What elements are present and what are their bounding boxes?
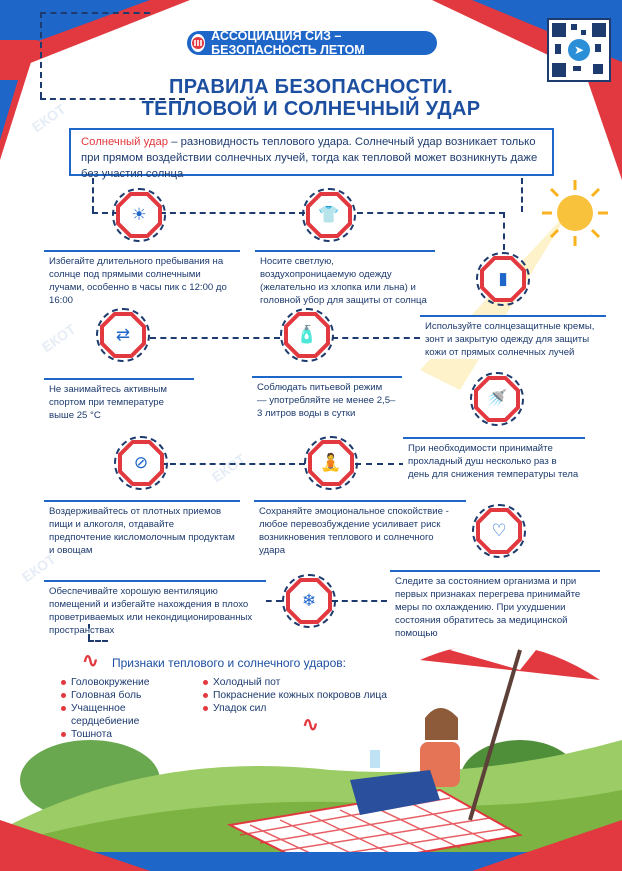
symptom-item: Головокружение	[60, 676, 180, 689]
hands-heart-icon: ♡	[476, 508, 522, 554]
rule-monitor-health: Следите за состоянием организма и при пе…	[390, 570, 600, 639]
watermark-text: ЕКОТ	[38, 320, 79, 356]
symptoms-list-1: Головокружение Головная боль Учащенное с…	[60, 676, 180, 741]
definition-term: Солнечный удар	[81, 136, 169, 148]
definition-box: Солнечный удар – разновидность теплового…	[69, 128, 554, 180]
rule-no-sport: Не занимайтесь активным спортом при темп…	[44, 378, 194, 421]
footer-bar	[0, 852, 622, 871]
rule-drinking: Соблюдать питьевой режим — употребляйте …	[252, 376, 402, 420]
association-badge: АССОЦИАЦИЯ СИЗ – БЕЗОПАСНОСТЬ ЛЕТОМ	[187, 29, 437, 57]
rule-drinking-title: Соблюдать питьевой режим	[257, 382, 383, 393]
water-bottle-icon: 🧴	[284, 312, 330, 358]
squiggle-decor: ∿	[302, 714, 319, 736]
rule-light-food: Воздерживайтесь от плотных приемов пищи …	[44, 500, 240, 556]
symptom-item: Покраснение кожных покровов лица	[202, 689, 402, 702]
shower-icon: 🚿	[474, 376, 520, 422]
sun-decor	[542, 180, 608, 246]
rule-calm: Сохраняйте эмоциональное спокойствие - л…	[254, 500, 466, 556]
rule-light-clothing: Носите светлую, воздухопроницаемую одежд…	[255, 250, 435, 306]
rule-sunscreen: Используйте солнцезащитные кремы, зонт и…	[420, 315, 606, 359]
symptom-item: Головная боль	[60, 689, 180, 702]
symptom-item: Холодный пот	[202, 676, 402, 689]
rule-ventilation: Обеспечивайте хорошую вентиляцию помещен…	[44, 580, 266, 636]
ventilation-icon: ❄	[286, 578, 332, 624]
rule-cool-shower: При необходимости принимайте прохладный …	[403, 437, 585, 481]
symptom-item: Учащенное сердцебиение	[60, 702, 180, 728]
no-food-icon: ⊘	[118, 440, 164, 486]
squiggle-decor: ∿	[82, 650, 99, 672]
sun-icon: ☀	[116, 192, 162, 238]
qr-code[interactable]: ➤	[547, 18, 611, 82]
symptom-item: Упадок сил	[202, 702, 402, 715]
dumbbell-icon: ⇄	[100, 312, 146, 358]
association-logo-icon	[191, 34, 206, 52]
telegram-icon: ➤	[568, 39, 590, 61]
definition-text: – разновидность теплового удара. Солнечн…	[81, 136, 538, 180]
watermark-text: ЕКОТ	[208, 450, 249, 486]
symptom-item: Тошнота	[60, 728, 180, 741]
sunscreen-icon: ▮	[480, 256, 526, 302]
rule-avoid-sun: Избегайте длительного пребывания на солн…	[44, 250, 240, 306]
symptoms-heading: Признаки теплового и солнечного ударов:	[112, 656, 346, 670]
meditation-icon: 🧘	[308, 440, 354, 486]
page-title-line1: ПРАВИЛА БЕЗОПАСНОСТИ.	[169, 76, 453, 98]
page-title-line2: ТЕПЛОВОЙ И СОЛНЕЧНЫЙ УДАР	[141, 98, 481, 120]
symptoms-list-2: Холодный пот Покраснение кожных покровов…	[202, 676, 402, 715]
shirt-icon: 👕	[306, 192, 352, 238]
rule-drinking-detail: — употребляйте не менее 2,5–3 литров вод…	[257, 395, 396, 419]
association-label: АССОЦИАЦИЯ СИЗ – БЕЗОПАСНОСТЬ ЛЕТОМ	[211, 29, 365, 57]
